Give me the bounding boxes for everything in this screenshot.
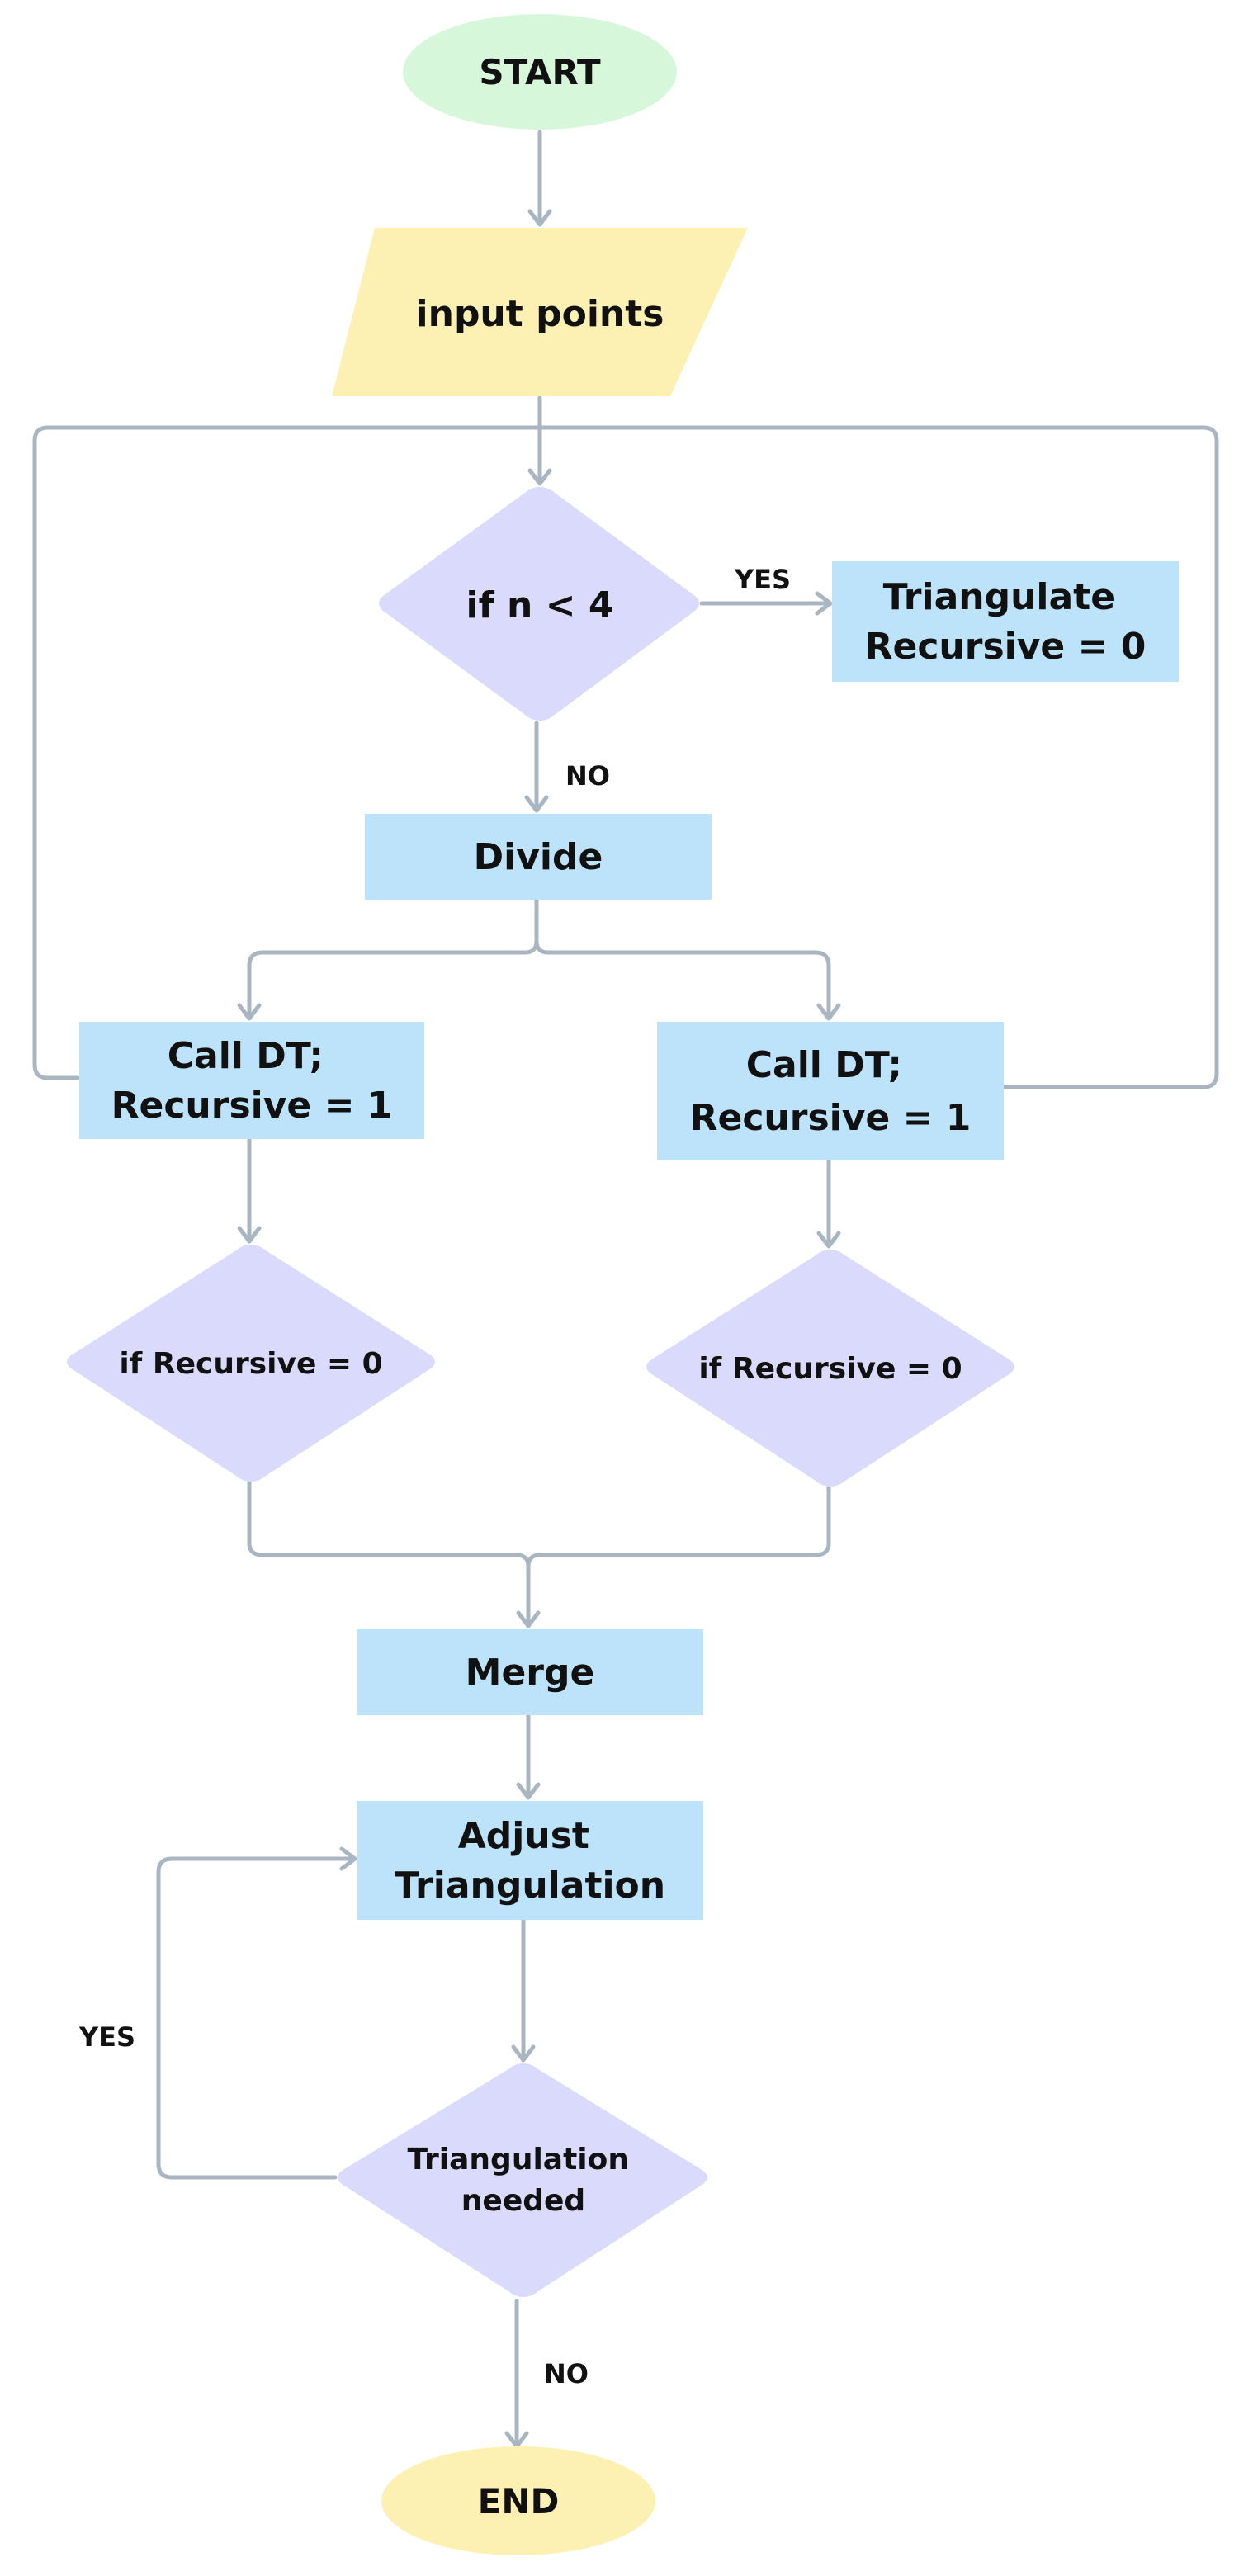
arrow-head bbox=[504, 2431, 529, 2449]
arrow-head bbox=[816, 1231, 841, 1249]
arrow-head bbox=[524, 795, 549, 813]
adjust-process-shape bbox=[357, 1801, 703, 1920]
merge-process-shape bbox=[357, 1629, 703, 1715]
merge-node: Merge bbox=[357, 1629, 703, 1715]
input-node: input points bbox=[332, 228, 748, 396]
edge-divide-split-right bbox=[534, 938, 831, 1019]
arrow-head bbox=[516, 1610, 541, 1628]
end-node: END bbox=[381, 2446, 655, 2555]
arrow-head bbox=[527, 209, 552, 227]
arrow-head bbox=[237, 1226, 262, 1244]
condition-n-node: if n < 4 bbox=[379, 487, 699, 721]
call-left-label: Call DT; Recursive = 1 bbox=[111, 1035, 393, 1127]
input-label: input points bbox=[416, 293, 664, 335]
divide-node: Divide bbox=[365, 814, 712, 900]
start-label: START bbox=[479, 52, 601, 92]
edge-label-yes-top: YES bbox=[734, 564, 791, 595]
input-io-shape bbox=[332, 228, 748, 396]
edge-left-to-merge bbox=[247, 1480, 531, 1627]
start-terminal-shape bbox=[403, 14, 677, 130]
divide-label: Divide bbox=[474, 836, 603, 878]
connectors bbox=[32, 130, 1219, 2449]
arrow-head bbox=[237, 1003, 262, 1021]
adjust-label: Adjust Triangulation bbox=[395, 1815, 665, 1907]
call-right-process-shape bbox=[657, 1022, 1004, 1160]
condition-right-node: if Recursive = 0 bbox=[646, 1250, 1014, 1487]
arrow-head bbox=[816, 1003, 841, 1021]
edge-yes-loop-to-adjust bbox=[156, 1856, 356, 2180]
condition-left-label: if Recursive = 0 bbox=[119, 1347, 382, 1381]
arrow-head bbox=[511, 2044, 536, 2063]
edge-label-no-top: NO bbox=[565, 760, 610, 792]
edge-left-recursion-loop bbox=[32, 425, 542, 1080]
arrow-head bbox=[516, 1782, 541, 1800]
triangulate-node: Triangulate Recursive = 0 bbox=[832, 561, 1179, 682]
condition-right-label: if Recursive = 0 bbox=[698, 1352, 962, 1386]
adjust-node: Adjust Triangulation bbox=[357, 1801, 703, 1920]
condition-n-shape bbox=[379, 487, 699, 721]
triangulate-label: Triangulate Recursive = 0 bbox=[865, 576, 1147, 668]
end-label: END bbox=[478, 2481, 560, 2522]
call-right-node: Call DT; Recursive = 1 bbox=[657, 1022, 1004, 1160]
arrow-head bbox=[339, 1846, 357, 1871]
edge-right-to-merge bbox=[526, 1485, 831, 1569]
condition-left-shape bbox=[67, 1245, 435, 1482]
condition-left-node: if Recursive = 0 bbox=[67, 1245, 435, 1482]
condition-n-label: if n < 4 bbox=[466, 584, 614, 626]
merge-label: Merge bbox=[466, 1652, 595, 1694]
edge-label-yes-loop: YES bbox=[78, 2021, 135, 2053]
edge-label-no-end: NO bbox=[544, 2358, 589, 2389]
divide-process-shape bbox=[365, 814, 712, 900]
end-terminal-shape bbox=[381, 2446, 655, 2555]
triangulate-process-shape bbox=[832, 561, 1179, 682]
call-left-node: Call DT; Recursive = 1 bbox=[79, 1022, 424, 1139]
arrow-head bbox=[815, 591, 833, 616]
condition-triangulation-label: Triangulation needed bbox=[407, 2143, 639, 2218]
call-right-label: Call DT; Recursive = 1 bbox=[690, 1044, 972, 1139]
condition-right-shape bbox=[646, 1250, 1014, 1487]
arrow-head bbox=[527, 468, 552, 486]
edge-right-recursion-loop bbox=[537, 425, 1219, 1089]
start-node: START bbox=[403, 14, 677, 130]
condition-triangulation-node: Triangulation needed bbox=[338, 2063, 707, 2297]
condition-triangulation-shape bbox=[338, 2063, 707, 2297]
edge-divide-split-left bbox=[247, 896, 539, 1019]
call-left-process-shape bbox=[79, 1022, 424, 1139]
